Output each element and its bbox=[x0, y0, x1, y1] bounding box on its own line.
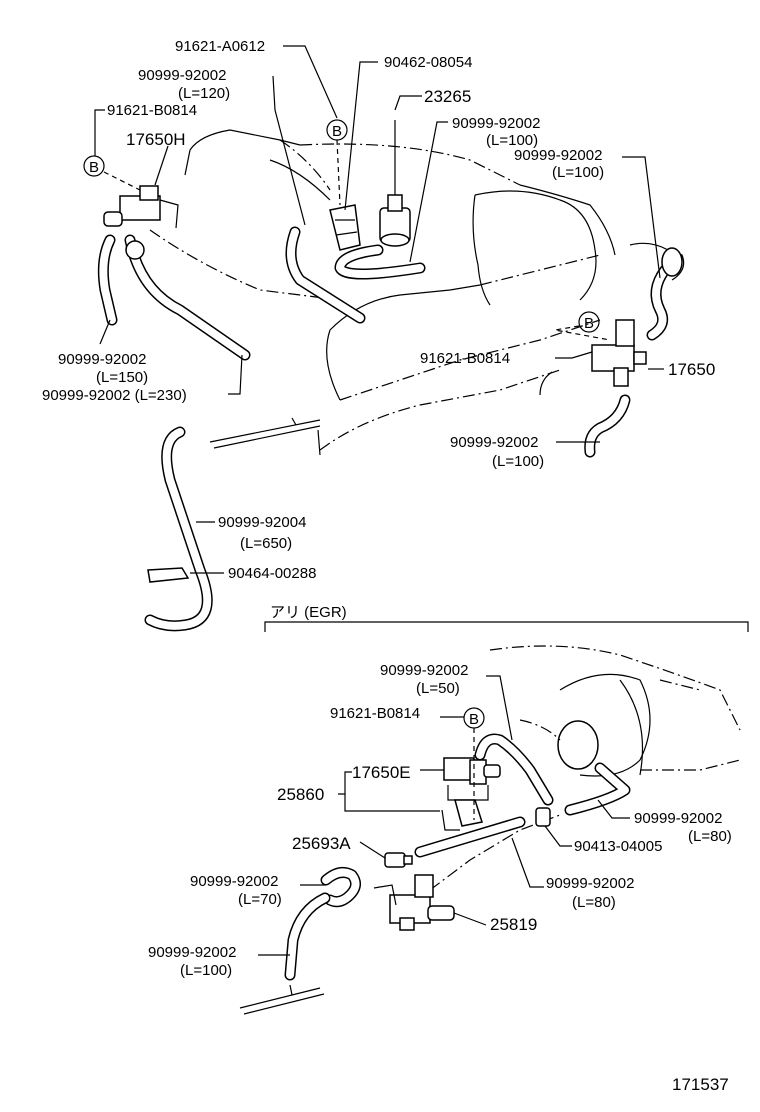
vsv-25819 bbox=[373, 874, 455, 931]
marker-b-1: B bbox=[83, 155, 105, 177]
label-17650: 17650 bbox=[668, 360, 715, 379]
label-l100-a: (L=100) bbox=[486, 132, 538, 149]
label-l650: (L=650) bbox=[240, 535, 292, 552]
label-egr-90999-92002-l70: 90999-92002 bbox=[190, 873, 278, 890]
fitting-25693a bbox=[384, 852, 413, 868]
marker-b-text: B bbox=[89, 159, 99, 176]
clip-90464 bbox=[147, 567, 190, 583]
label-90999-92002-l120: 90999-92002 bbox=[138, 67, 226, 84]
engine-outline bbox=[149, 129, 616, 456]
label-25860: 25860 bbox=[277, 785, 324, 804]
marker-b-3: B bbox=[578, 311, 600, 333]
label-90999-92002-l100-a: 90999-92002 bbox=[452, 115, 540, 132]
vsv-17650h bbox=[103, 185, 179, 260]
label-90462-08054: 90462-08054 bbox=[384, 54, 472, 71]
label-90999-92002-l230: 90999-92002 (L=230) bbox=[42, 387, 187, 404]
label-egr-90999-92002-l80-b: 90999-92002 bbox=[546, 875, 634, 892]
label-91621-a0612: 91621-A0612 bbox=[175, 38, 265, 55]
marker-b-egr: B bbox=[463, 707, 485, 729]
label-l80-a: (L=80) bbox=[688, 828, 732, 845]
label-egr-90999-92002-l50: 90999-92002 bbox=[380, 662, 468, 679]
label-17650h: 17650H bbox=[126, 130, 186, 149]
label-egr-90999-92002-l80-a: 90999-92002 bbox=[634, 810, 722, 827]
vsv-17650e bbox=[441, 757, 501, 831]
label-25819: 25819 bbox=[490, 915, 537, 934]
label-90999-92004: 90999-92004 bbox=[218, 514, 306, 531]
clip-90413 bbox=[535, 807, 551, 827]
label-egr-91621-b0814: 91621-B0814 bbox=[330, 705, 420, 722]
egr-engine-outline bbox=[489, 645, 741, 777]
label-23265: 23265 bbox=[424, 87, 471, 106]
label-90464-00288: 90464-00288 bbox=[228, 565, 316, 582]
top-hoses bbox=[97, 226, 671, 632]
label-90999-92002-l150: 90999-92002 bbox=[58, 351, 146, 368]
marker-b-text: B bbox=[469, 711, 479, 728]
label-l150: (L=150) bbox=[96, 369, 148, 386]
egr-section-header: アリ (EGR) bbox=[264, 604, 749, 632]
label-l120: (L=120) bbox=[178, 85, 230, 102]
label-90413-04005: 90413-04005 bbox=[574, 838, 662, 855]
label-91621-b0814-b: 91621-B0814 bbox=[420, 350, 510, 367]
label-91621-b0814-a: 91621-B0814 bbox=[107, 102, 197, 119]
label-90999-92002-l100-c: 90999-92002 bbox=[450, 434, 538, 451]
label-egr-90999-92002-l100: 90999-92002 bbox=[148, 944, 236, 961]
egr-hoses bbox=[239, 733, 631, 1015]
vsv-17650 bbox=[591, 319, 647, 387]
right-canister bbox=[629, 242, 685, 281]
label-90999-92002-l100-b: 90999-92002 bbox=[514, 147, 602, 164]
label-l50: (L=50) bbox=[416, 680, 460, 697]
marker-b-text: B bbox=[332, 123, 342, 140]
label-l100-c: (L=100) bbox=[492, 453, 544, 470]
leader-lines-egr bbox=[258, 675, 630, 956]
label-l100-b: (L=100) bbox=[552, 164, 604, 181]
marker-b-2: B bbox=[326, 119, 348, 141]
valve-23265 bbox=[379, 120, 411, 247]
label-25693a: 25693A bbox=[292, 834, 351, 853]
diagram-number: 171537 bbox=[672, 1075, 729, 1094]
leader-lines-top bbox=[94, 45, 664, 574]
label-17650e: 17650E bbox=[352, 763, 411, 782]
label-l100-egr: (L=100) bbox=[180, 962, 232, 979]
bracket-a0612 bbox=[329, 204, 361, 251]
label-l70: (L=70) bbox=[238, 891, 282, 908]
marker-b-text: B bbox=[584, 315, 594, 332]
egr-section-title: アリ (EGR) bbox=[270, 604, 347, 621]
label-l80-b: (L=80) bbox=[572, 894, 616, 911]
